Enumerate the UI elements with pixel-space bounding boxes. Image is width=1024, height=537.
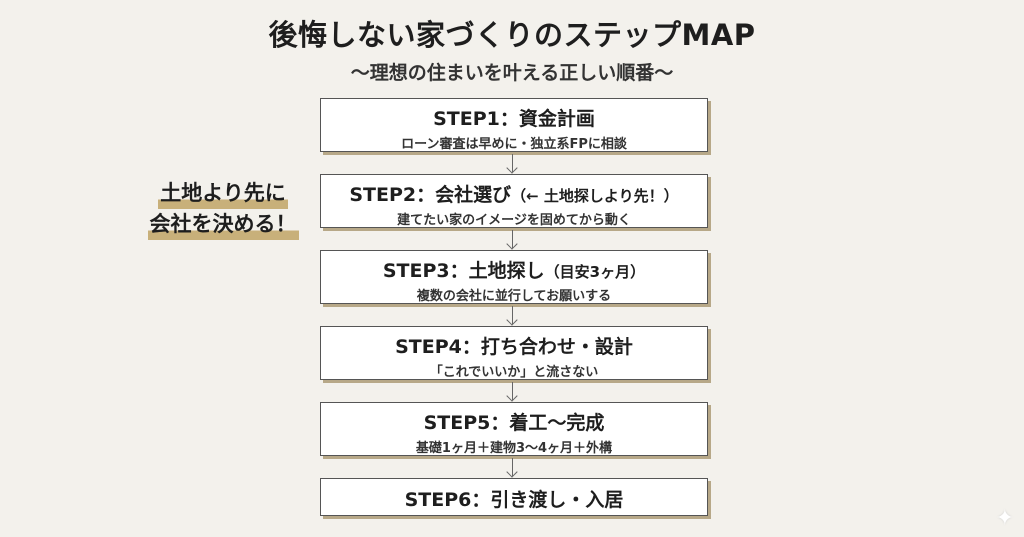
step-detail: ローン審査は早めに・独立系FPに相談 <box>401 137 627 152</box>
step-aside: （目安3ヶ月） <box>544 263 646 281</box>
step-heading: STEP5：着工〜完成 <box>423 412 605 434</box>
arrow-down-icon <box>512 382 513 400</box>
sparkle-icon: ✦ <box>995 506 1014 531</box>
step-4-box: STEP4：打ち合わせ・設計 「これでいいか」と流さない <box>320 326 708 380</box>
step-5-box: STEP5：着工〜完成 基礎1ヶ月＋建物3〜4ヶ月＋外構 <box>320 402 708 456</box>
page-title: 後悔しない家づくりのステップMAP <box>268 18 756 52</box>
arrow-down-icon <box>512 230 513 248</box>
callout-line-1: 土地より先に <box>158 178 288 209</box>
step-detail: 複数の会社に並行してお願いする <box>416 289 612 304</box>
callout-note: 土地より先に 会社を決める！ <box>138 178 308 240</box>
arrow-down-icon <box>512 306 513 324</box>
step-3-box: STEP3：土地探し（目安3ヶ月） 複数の会社に並行してお願いする <box>320 250 708 304</box>
step-heading: STEP2：会社選び <box>349 184 512 206</box>
step-detail: 基礎1ヶ月＋建物3〜4ヶ月＋外構 <box>415 441 613 456</box>
arrow-down-icon <box>512 458 513 476</box>
step-heading: STEP1：資金計画 <box>433 108 595 130</box>
step-heading: STEP3：土地探し <box>382 260 545 282</box>
step-aside: （← 土地探しより先！） <box>511 187 679 205</box>
step-detail: 「これでいいか」と流さない <box>429 365 599 380</box>
step-detail: 建てたい家のイメージを固めてから動く <box>397 213 631 228</box>
step-6-box: STEP6：引き渡し・入居 <box>320 478 708 516</box>
step-1-box: STEP1：資金計画 ローン審査は早めに・独立系FPに相談 <box>320 98 708 152</box>
callout-line-2: 会社を決める！ <box>147 209 299 240</box>
step-heading: STEP6：引き渡し・入居 <box>404 489 624 511</box>
step-heading: STEP4：打ち合わせ・設計 <box>395 336 633 358</box>
step-2-box: STEP2：会社選び（← 土地探しより先！） 建てたい家のイメージを固めてから動… <box>320 174 708 228</box>
page-subtitle: ～理想の住まいを叶える正しい順番～ <box>350 62 674 84</box>
arrow-down-icon <box>512 154 513 172</box>
